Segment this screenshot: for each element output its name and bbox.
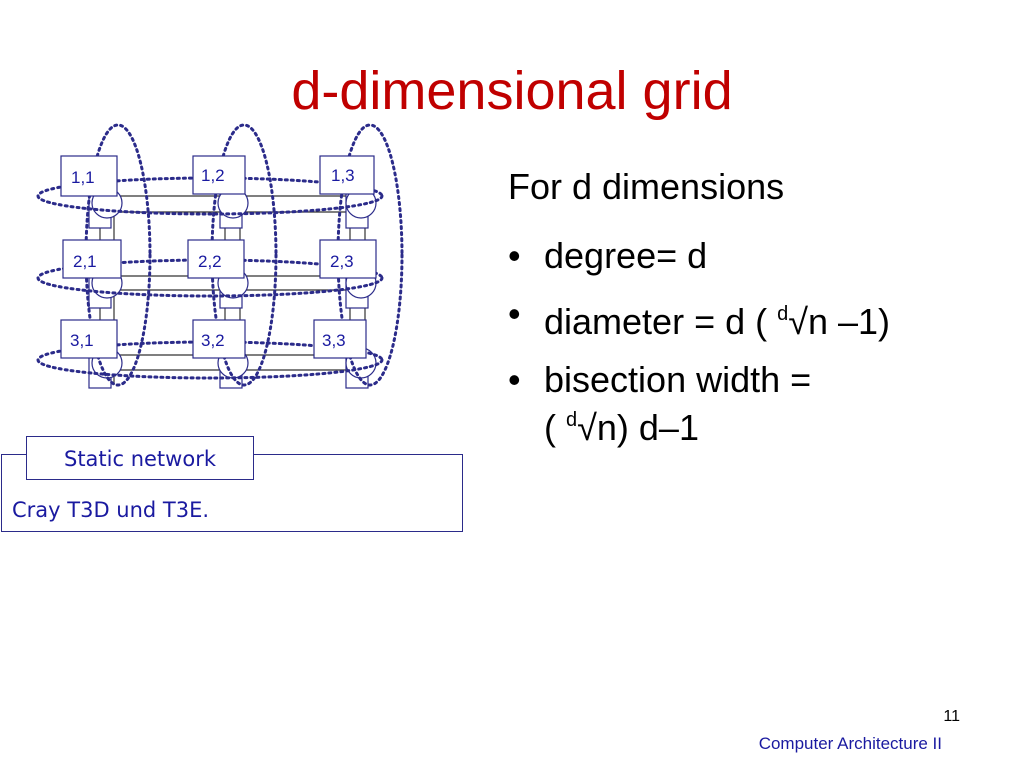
bullet-bisection: • bisection width = ( d√n) d–1 bbox=[508, 360, 890, 448]
node-label: 1,2 bbox=[201, 166, 225, 185]
node-label: 2,3 bbox=[330, 252, 354, 271]
root-index: d bbox=[566, 409, 578, 431]
grid-diagram: 1,1 1,2 1,3 2,1 2,2 2,3 3,1 3,2 3,3 bbox=[36, 123, 404, 389]
node-label: 3,1 bbox=[70, 331, 94, 350]
node-label: 3,3 bbox=[322, 331, 346, 350]
page-number: 11 bbox=[943, 708, 960, 725]
bullet-icon: • bbox=[508, 359, 521, 400]
bullet-icon: • bbox=[508, 235, 521, 276]
bullet-text: degree= d bbox=[544, 235, 708, 276]
dimensions-heading: For d dimensions bbox=[508, 166, 785, 207]
bullet-text-tail: √n –1) bbox=[788, 301, 891, 342]
bullet-text: bisection width = bbox=[544, 359, 812, 400]
bullet-text-line2-tail: √n) d–1 bbox=[577, 407, 699, 448]
bullet-degree: • degree= d bbox=[508, 236, 890, 276]
footer-text: Computer Architecture II bbox=[758, 734, 942, 753]
node-label: 3,2 bbox=[201, 331, 225, 350]
bullet-icon: • bbox=[508, 293, 521, 334]
slide-title: d-dimensional grid bbox=[291, 61, 733, 121]
bullet-text-line2: ( bbox=[544, 407, 566, 448]
node-label: 1,3 bbox=[331, 166, 355, 185]
grid-nodes bbox=[88, 187, 377, 389]
label-boxes bbox=[60, 155, 377, 359]
node-label: 2,1 bbox=[73, 252, 97, 271]
node-labels: 1,1 1,2 1,3 2,1 2,2 2,3 3,1 3,2 3,3 bbox=[70, 166, 355, 350]
static-network-label: Static network bbox=[26, 436, 254, 480]
node-label: 2,2 bbox=[198, 252, 222, 271]
bullet-diameter: • diameter = d ( d√n –1) bbox=[508, 294, 890, 342]
node-label: 1,1 bbox=[71, 168, 95, 187]
bullet-list: • degree= d • diameter = d ( d√n –1) • b… bbox=[508, 236, 890, 466]
static-network-text: Cray T3D und T3E. bbox=[12, 498, 210, 522]
root-index: d bbox=[777, 303, 789, 325]
bullet-text: diameter = d ( bbox=[544, 301, 778, 342]
